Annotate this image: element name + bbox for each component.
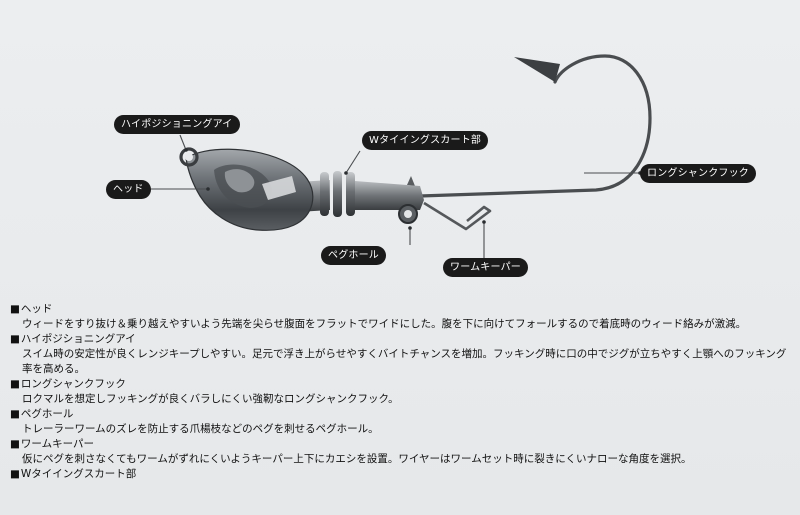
label-peg-hole: ペグホール <box>321 246 386 265</box>
desc-text: ウィードをすり抜け＆乗り越えやすいよう先端を尖らせ腹面をフラットでワイドにした。… <box>22 318 747 330</box>
jig-head <box>179 147 314 231</box>
skirt-tying-collar <box>298 171 424 224</box>
desc-eye: ハイポジショニングアイ スイム時の安定性が良くレンジキープしやすい。足元で浮き上… <box>10 332 795 377</box>
desc-title: ハイポジショニングアイ <box>10 332 795 347</box>
desc-title: Wタイイングスカート部 <box>10 467 795 482</box>
peg-hole <box>404 210 412 218</box>
label-long-shank-hook: ロングシャンクフック <box>640 164 756 183</box>
desc-peg-hole: ペグホール トレーラーワームのズレを防止する爪楊枝などのペグを刺せるペグホール。 <box>10 407 795 437</box>
desc-title: ペグホール <box>10 407 795 422</box>
desc-worm-keeper: ワームキーパー 仮にペグを刺さなくてもワームがずれにくいようキーパー上下にカエシ… <box>10 437 795 467</box>
leader-lines <box>143 134 640 258</box>
label-w-tying-skirt: Wタイイングスカート部 <box>362 131 489 150</box>
desc-text: スイム時の安定性が良くレンジキープしやすい。足元で浮き上がらせやすくバイトチャン… <box>22 348 787 375</box>
jig-illustration <box>143 54 652 258</box>
desc-skirt: Wタイイングスカート部 <box>10 467 795 482</box>
feature-descriptions: ヘッド ウィードをすり抜け＆乗り越えやすいよう先端を尖らせ腹面をフラットでワイド… <box>10 302 795 482</box>
desc-title: ヘッド <box>10 302 795 317</box>
desc-title: ロングシャンクフック <box>10 377 795 392</box>
label-high-position-eye: ハイポジショニングアイ <box>114 115 240 134</box>
desc-text: トレーラーワームのズレを防止する爪楊枝などのペグを刺せるペグホール。 <box>22 423 379 435</box>
desc-text: ロクマルを想定しフッキングが良くバラしにくい強靭なロングシャンクフック。 <box>22 393 399 405</box>
desc-head: ヘッド ウィードをすり抜け＆乗り越えやすいよう先端を尖らせ腹面をフラットでワイド… <box>10 302 795 332</box>
jig-diagram: ハイポジショニングアイ Wタイイングスカート部 ヘッド ロングシャンクフック ペ… <box>106 54 756 277</box>
worm-keeper <box>407 176 492 231</box>
long-shank-hook <box>418 54 652 198</box>
desc-text: 仮にペグを刺さなくてもワームがずれにくいようキーパー上下にカエシを設置。ワイヤー… <box>22 453 692 465</box>
label-head: ヘッド <box>106 180 151 199</box>
line-tie-eye <box>179 147 199 167</box>
label-worm-keeper: ワームキーパー <box>443 258 528 277</box>
desc-hook: ロングシャンクフック ロクマルを想定しフッキングが良くバラしにくい強靭なロングシ… <box>10 377 795 407</box>
desc-title: ワームキーパー <box>10 437 795 452</box>
